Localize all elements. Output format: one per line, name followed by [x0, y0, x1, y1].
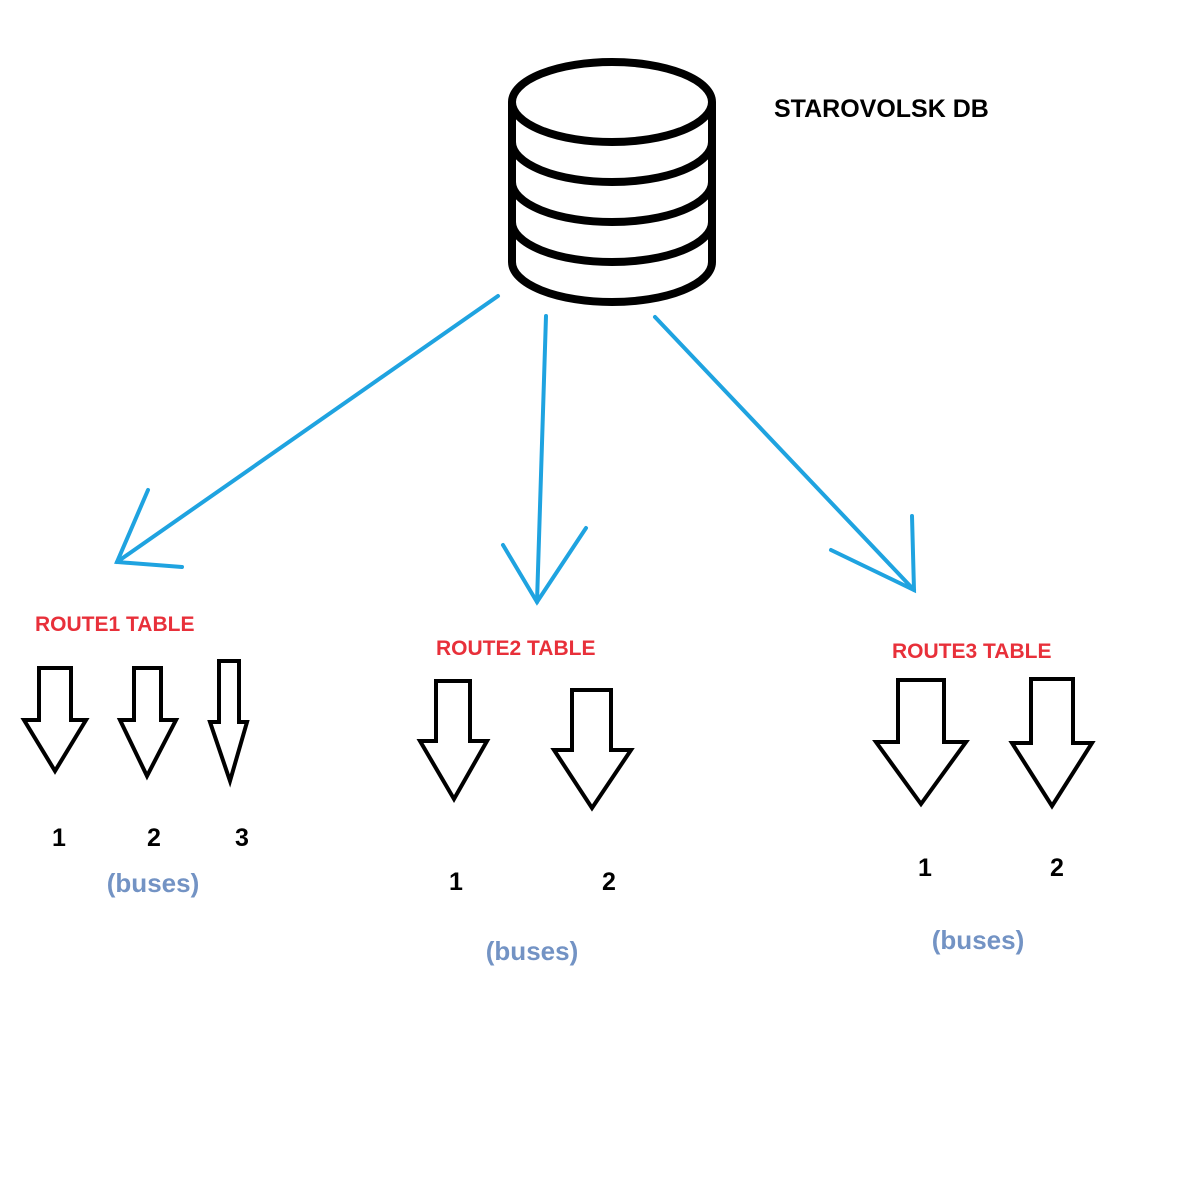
route2-caption: (buses)	[486, 936, 578, 966]
bus-arrow-route1-2	[116, 666, 180, 781]
route3-bus-2-label: 2	[1050, 854, 1064, 882]
route1-bus-3-label: 3	[235, 824, 249, 852]
bus-arrow-route2-1	[416, 679, 491, 803]
route3-bus-1-label: 1	[918, 854, 932, 882]
connector-arrow-route3	[653, 315, 917, 594]
route1-bus-2-label: 2	[147, 824, 161, 852]
database-label: STAROVOLSK DB	[774, 95, 989, 123]
bus-arrow-route3-2	[1008, 677, 1096, 810]
bus-arrow-route3-1	[872, 678, 970, 808]
route2-title: ROUTE2 TABLE	[436, 637, 595, 660]
route2-bus-2-label: 2	[602, 868, 616, 896]
database-icon	[508, 58, 716, 306]
route1-title: ROUTE1 TABLE	[35, 613, 194, 636]
connector-arrow-route2	[501, 314, 588, 606]
route1-caption: (buses)	[107, 868, 199, 898]
bus-arrow-route1-1	[20, 666, 90, 775]
bus-arrow-route1-3	[207, 659, 250, 788]
route3-caption: (buses)	[932, 925, 1024, 955]
route3-title: ROUTE3 TABLE	[892, 640, 1051, 663]
route2-bus-1-label: 1	[449, 868, 463, 896]
connector-arrow-route1	[114, 294, 500, 569]
bus-arrow-route2-2	[550, 688, 635, 812]
route1-bus-1-label: 1	[52, 824, 66, 852]
